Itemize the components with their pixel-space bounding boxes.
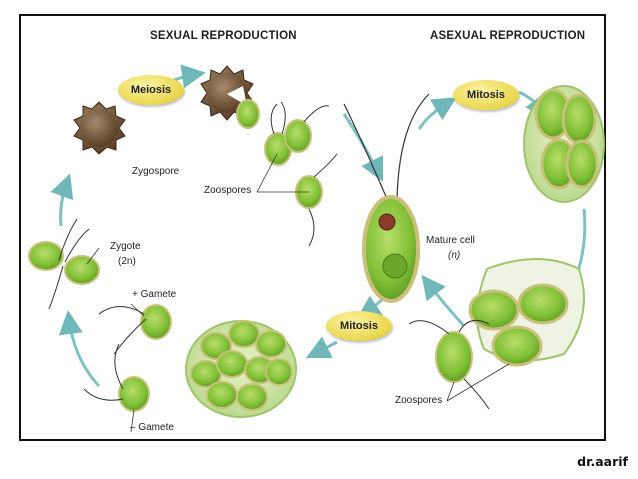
mature-cell-label: Mature cell: [426, 235, 475, 246]
cell-packet-top: [523, 85, 605, 203]
arrow-zygote-up: [50, 173, 74, 227]
sexual-reproduction-heading: SEXUAL REPRODUCTION: [150, 30, 297, 42]
leader-lines: [86, 153, 510, 433]
zoospores-bottom: [408, 319, 490, 410]
releasing-colony: [468, 258, 585, 367]
mitosis-badge-top: Mitosis: [453, 80, 519, 110]
zygote: [28, 218, 100, 310]
germinating-zygospore: [200, 65, 260, 129]
cell-packet-bottom: [185, 320, 297, 418]
chlamydomonas-life-cycle-diagram: [28, 64, 605, 433]
zygote-ploidy-label: (2n): [118, 256, 136, 267]
zygospore-label: Zygospore: [132, 166, 180, 177]
minus-gamete-label: – Gamete: [130, 422, 174, 433]
zygote-label: Zygote: [110, 241, 141, 252]
mature-cell: [343, 93, 430, 303]
arrow-zoospores-up: [421, 274, 466, 328]
gametes: [83, 304, 172, 412]
arrow-gametes-up: [58, 310, 101, 388]
zygospore: [73, 101, 126, 155]
meiosis-badge: Meiosis: [118, 75, 184, 105]
arrow-mitosis-to-colony-left: [305, 336, 338, 359]
plus-gamete-label: + Gamete: [132, 289, 177, 300]
mature-cell-ploidy-label: (n): [448, 250, 461, 261]
zoospores-top-label: Zoospores: [204, 185, 252, 196]
mitosis-badge-bottom: Mitosis: [326, 311, 392, 341]
author-credit: dr.aarif: [577, 454, 628, 469]
arrow-zoospores-down: [342, 113, 384, 183]
arrow-to-mitosis-top: [417, 97, 457, 130]
asexual-reproduction-heading: ASEXUAL REPRODUCTION: [430, 30, 586, 42]
zoospores-bottom-label: Zoospores: [395, 395, 443, 406]
zoospores-top: [264, 101, 338, 247]
